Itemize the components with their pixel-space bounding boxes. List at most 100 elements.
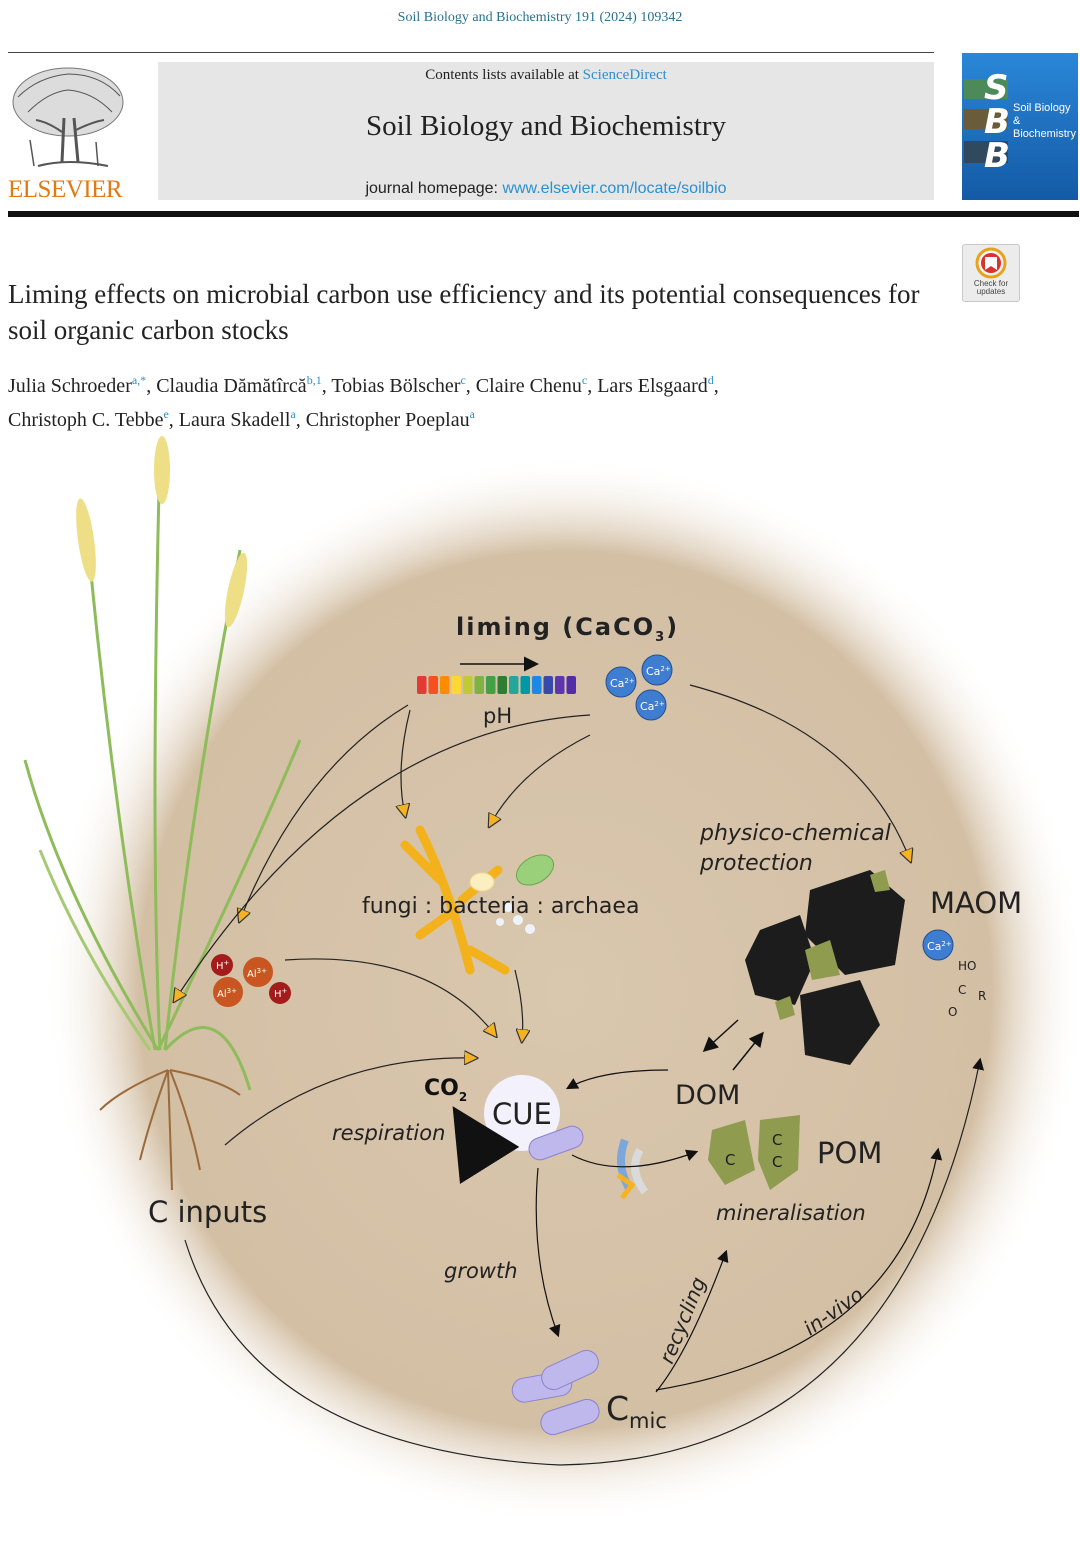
ph-scale-swatch: [532, 676, 542, 694]
journal-homepage-link[interactable]: www.elsevier.com/locate/soilbio: [502, 180, 727, 197]
microbe-cell-icon: [528, 1125, 584, 1161]
author-affiliation[interactable]: c: [460, 373, 466, 387]
invivo-arrow: [655, 1147, 943, 1391]
svg-text:C: C: [725, 1151, 735, 1169]
organic-compound-sketch: HO C R O: [948, 959, 986, 1019]
author-affiliation[interactable]: c: [581, 373, 588, 387]
microbes-to-cue-arrow: [514, 969, 523, 1040]
ph-label: pH: [483, 704, 512, 728]
svg-text:C: C: [772, 1131, 782, 1149]
ph-scale-swatch: [555, 676, 565, 694]
ph-scale-swatch: [486, 676, 496, 694]
author-name[interactable]: Claire Chenu: [475, 375, 582, 397]
publisher-name: ELSEVIER: [8, 176, 123, 203]
mineralisation-label: mineralisation: [716, 1201, 866, 1225]
maom-aggregate: [745, 870, 905, 1065]
acidity-to-cue-arrow: [284, 958, 495, 1035]
author-name[interactable]: Laura Skadell: [178, 409, 291, 431]
cover-letter-b1: B: [984, 102, 1010, 142]
pom-particles: C C C: [708, 1115, 800, 1190]
header-thick-rule: [8, 211, 1079, 217]
journal-header-box: Contents lists available at ScienceDirec…: [158, 62, 934, 200]
c-inputs-label: C inputs: [148, 1195, 267, 1229]
check-for-updates-button[interactable]: Check for updates: [962, 244, 1020, 302]
cue-label: CUE: [492, 1097, 552, 1131]
svg-text:Al3+: Al3+: [247, 967, 267, 980]
author-affiliation[interactable]: b,1: [306, 373, 322, 387]
author-separator: ,: [713, 375, 719, 397]
author-name[interactable]: Claudia Dămătîrcă: [156, 375, 307, 397]
svg-text:O: O: [948, 1005, 957, 1019]
svg-text:C: C: [958, 983, 966, 997]
author-affiliation[interactable]: e: [163, 407, 169, 421]
fungal-hyphae-icon: [400, 825, 510, 975]
svg-text:liming (CaCO3): liming (CaCO3): [456, 613, 679, 645]
ph-scale-swatch: [463, 676, 473, 694]
journal-citation[interactable]: Soil Biology and Biochemistry 191 (2024)…: [397, 10, 683, 25]
author-name[interactable]: Julia Schroeder: [8, 375, 132, 397]
ph-scale-swatch: [497, 676, 507, 694]
author-name[interactable]: Christoph C. Tebbe: [8, 409, 164, 431]
homepage-prefix: journal homepage:: [365, 180, 503, 197]
bacterium-icon: [516, 854, 554, 886]
physico-label-1: physico-chemical: [699, 821, 891, 846]
svg-text:Ca2+: Ca2+: [610, 677, 635, 690]
article-title: Liming effects on microbial carbon use e…: [8, 279, 920, 345]
dom-label: DOM: [675, 1080, 740, 1111]
bubble-cluster-icon: [496, 902, 535, 934]
author-name[interactable]: Tobias Bölscher: [331, 375, 461, 397]
cue-to-pom-arrow: [571, 1149, 699, 1168]
author-affiliation[interactable]: a,*: [131, 373, 147, 387]
ph-scale-swatch: [440, 676, 450, 694]
enzyme-icon: [616, 1138, 649, 1200]
author-affiliation[interactable]: a: [469, 407, 475, 421]
svg-text:H+: H+: [216, 959, 230, 972]
contents-prefix: Contents lists available at: [425, 67, 583, 83]
svg-text:H+: H+: [274, 987, 288, 1000]
svg-text:HO: HO: [958, 959, 976, 973]
author-list: Julia Schroedera,*, Claudia Dămătîrcăb,1…: [8, 366, 948, 434]
maom-calcium-bridge: [922, 929, 954, 961]
homepage-line: journal homepage: www.elsevier.com/locat…: [158, 180, 934, 198]
svg-text:Ca2+: Ca2+: [646, 665, 671, 678]
graphical-abstract: liming (CaCO3) pH Ca2+ Ca2+ Ca2+ fungi :…: [23, 436, 1080, 1525]
cover-subtitle: Soil Biology & Biochemistry: [1013, 102, 1076, 140]
author-name[interactable]: Lars Elsgaard: [597, 375, 708, 397]
author-affiliation[interactable]: d: [707, 373, 714, 387]
author-name[interactable]: Christopher Poeplau: [305, 409, 470, 431]
maom-calcium-label: Ca2+: [927, 940, 952, 953]
journal-cover[interactable]: S B B Soil Biology & Biochemistry: [962, 53, 1078, 200]
c-inputs-to-cue-arrow: [224, 1058, 475, 1146]
dom-to-cue-arrow: [565, 1069, 669, 1090]
soil-circle: [45, 455, 1080, 1525]
author-separator: ,: [321, 375, 332, 397]
ph-color-scale: [417, 676, 576, 694]
growth-arrow: [535, 1167, 561, 1338]
ph-scale-swatch: [543, 676, 553, 694]
ph-scale-swatch: [520, 676, 530, 694]
svg-text:Al3+: Al3+: [217, 987, 237, 1000]
author-separator: ,: [295, 409, 306, 431]
maom-label: MAOM: [930, 886, 1022, 920]
ph-scale-swatch: [417, 676, 427, 694]
author-separator: ,: [146, 375, 157, 397]
acidity-ions: H+ Al3+ Al3+ H+: [211, 954, 291, 1007]
cover-letter-b2: B: [984, 136, 1010, 176]
ph-scale-swatch: [428, 676, 438, 694]
calcium-ions: Ca2+ Ca2+ Ca2+: [605, 654, 673, 721]
pom-label: POM: [817, 1136, 882, 1170]
c-inputs-to-maom-arrow: [184, 1057, 984, 1466]
svg-text:C: C: [772, 1153, 782, 1171]
cmic-label: Cmic: [606, 1389, 667, 1433]
liming-label: liming (CaCO3): [456, 613, 679, 645]
sciencedirect-link[interactable]: ScienceDirect: [582, 67, 667, 83]
ph-scale-swatch: [451, 676, 461, 694]
co2-label: CO2: [424, 1076, 467, 1104]
author-affiliation[interactable]: a: [290, 407, 296, 421]
contents-line: Contents lists available at ScienceDirec…: [158, 67, 934, 84]
elsevier-tree-logo: [12, 67, 124, 167]
wheat-ears: [76, 436, 248, 628]
ph-scale-swatch: [474, 676, 484, 694]
maom-to-dom-arrow: [702, 1019, 739, 1053]
check-updates-label: Check for updates: [973, 279, 1009, 296]
